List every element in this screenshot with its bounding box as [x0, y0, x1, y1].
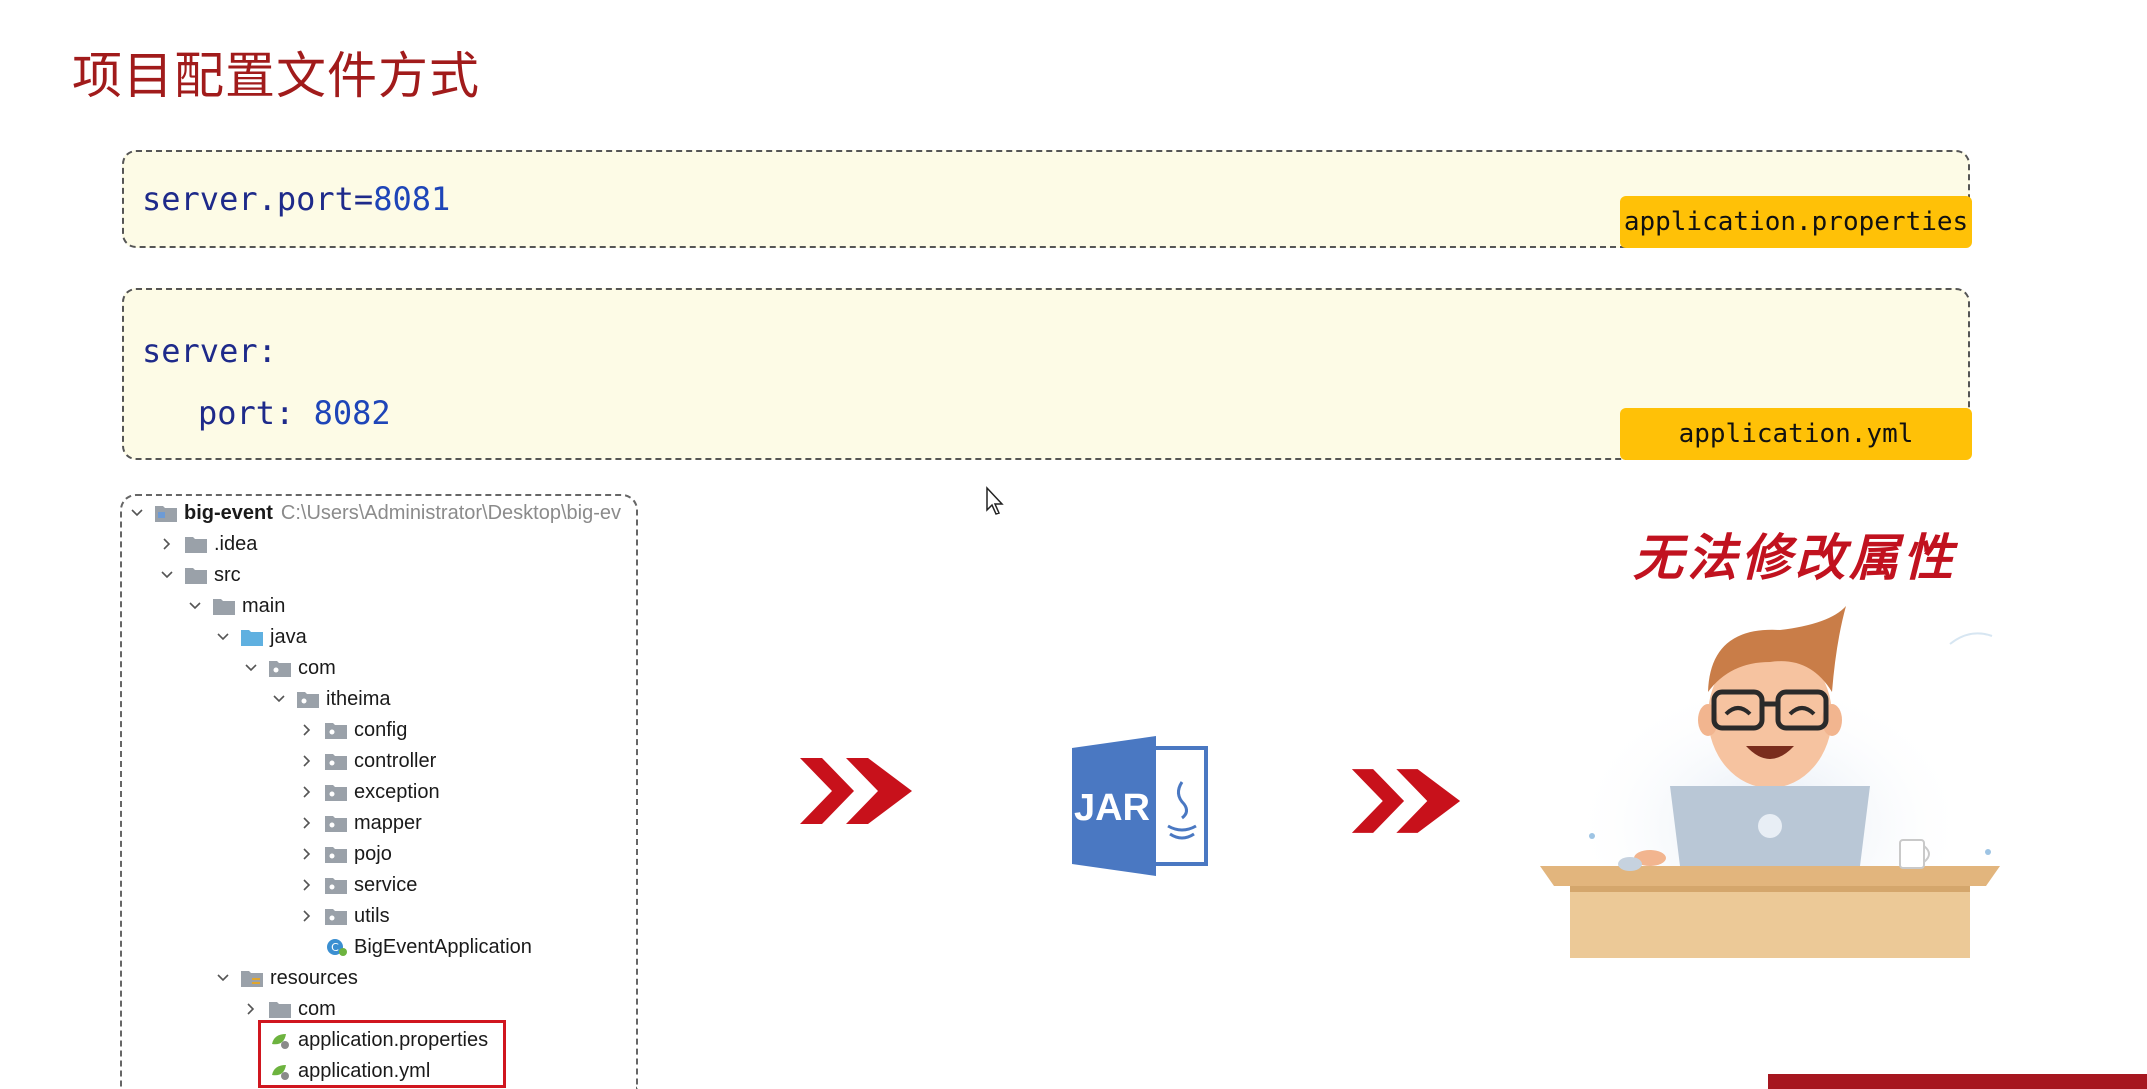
properties-code-box: server.port=8081 application.properties: [122, 150, 1972, 248]
properties-file-tag: application.properties: [1620, 196, 1972, 248]
chevron-right-icon[interactable]: [242, 1000, 260, 1018]
spring-boot-class-icon: C: [324, 937, 348, 957]
project-path: C:\Users\Administrator\Desktop\big-ev: [280, 501, 622, 524]
properties-key: server.port=: [142, 180, 374, 218]
tree-label: utils: [354, 904, 390, 927]
tree-label: application.properties: [298, 1028, 489, 1051]
tree-label: src: [214, 563, 241, 586]
tree-node-bigeventapplication[interactable]: C BigEventApplication: [324, 932, 532, 962]
slide-title: 项目配置文件方式: [72, 47, 480, 105]
yml-port-key: port:: [198, 394, 314, 432]
package-icon: [324, 844, 348, 864]
yml-port-value: 8082: [313, 394, 391, 432]
chevron-down-icon[interactable]: [186, 597, 204, 615]
tree-node-application-yml[interactable]: application.yml: [268, 1056, 430, 1086]
folder-icon: [212, 596, 236, 616]
chevron-right-icon[interactable]: [158, 535, 176, 553]
tree-node-resources-com[interactable]: com: [242, 994, 336, 1024]
tree-label: BigEventApplication: [354, 935, 532, 958]
tree-label: itheima: [326, 687, 391, 710]
properties-value: 8081: [373, 180, 451, 218]
tree-node-com[interactable]: com: [242, 653, 336, 683]
properties-code-line: server.port=8081: [142, 180, 450, 218]
tree-label: mapper: [354, 811, 422, 834]
tree-label: big-event: [184, 501, 273, 524]
footer-ribbon: [1768, 1074, 2147, 1089]
yml-port-line: port: 8082: [198, 394, 391, 432]
chevron-down-icon[interactable]: [242, 659, 260, 677]
chevron-down-icon[interactable]: [128, 504, 146, 522]
tree-label: pojo: [354, 842, 392, 865]
svg-text:C: C: [331, 941, 339, 954]
package-icon: [268, 658, 292, 678]
package-icon: [324, 875, 348, 895]
tree-label: application.yml: [298, 1059, 431, 1082]
tree-node-controller[interactable]: controller: [298, 746, 436, 776]
chevron-down-icon[interactable]: [158, 566, 176, 584]
package-icon: [324, 720, 348, 740]
spring-config-file-icon: [268, 1061, 292, 1081]
package-icon: [324, 813, 348, 833]
tree-node-big-event[interactable]: big-event C:\Users\Administrator\Desktop…: [128, 498, 621, 528]
tree-label: main: [242, 594, 286, 617]
tree-node-main[interactable]: main: [186, 591, 285, 621]
package-icon: [324, 782, 348, 802]
yml-file-tag: application.yml: [1620, 408, 1972, 460]
chevron-right-icon[interactable]: [298, 845, 316, 863]
chevron-right-icon[interactable]: [298, 876, 316, 894]
resources-folder-icon: [240, 968, 264, 988]
tree-node-itheima[interactable]: itheima: [270, 684, 390, 714]
tree-node-src[interactable]: src: [158, 560, 241, 590]
chevron-right-icon[interactable]: [298, 783, 316, 801]
folder-icon: [154, 503, 178, 523]
tree-label: .idea: [214, 532, 258, 555]
config-files-highlight: [258, 1020, 506, 1088]
tree-node-resources[interactable]: resources: [214, 963, 358, 993]
tree-node-pojo[interactable]: pojo: [298, 839, 392, 869]
tree-node-utils[interactable]: utils: [298, 901, 390, 931]
tree-node-config[interactable]: config: [298, 715, 407, 745]
tree-node-mapper[interactable]: mapper: [298, 808, 422, 838]
tree-node-idea[interactable]: .idea: [158, 529, 257, 559]
chevron-right-icon[interactable]: [298, 721, 316, 739]
tree-node-exception[interactable]: exception: [298, 777, 440, 807]
package-icon: [324, 751, 348, 771]
tree-label: com: [298, 997, 336, 1020]
jar-label: JAR: [1074, 787, 1150, 829]
tree-label: java: [270, 625, 307, 648]
cannot-modify-caption: 无法修改属性: [1633, 528, 1957, 587]
folder-icon: [184, 565, 208, 585]
tree-label: com: [298, 656, 336, 679]
tree-label: resources: [270, 966, 358, 989]
package-icon: [324, 906, 348, 926]
chevron-right-icon[interactable]: [298, 752, 316, 770]
chevron-down-icon[interactable]: [270, 690, 288, 708]
yml-code-box: server: port: 8082 application.yml: [122, 288, 1972, 460]
chevron-down-icon[interactable]: [214, 969, 232, 987]
double-chevron-arrow-icon: [1351, 769, 1461, 833]
tree-node-java[interactable]: java: [214, 622, 307, 652]
mouse-cursor-icon: [986, 486, 1004, 515]
double-chevron-arrow-icon: [800, 758, 912, 824]
tree-label: exception: [354, 780, 440, 803]
spring-config-file-icon: [268, 1030, 292, 1050]
tree-node-application-properties[interactable]: application.properties: [268, 1025, 488, 1055]
source-folder-icon: [240, 627, 264, 647]
chevron-right-icon[interactable]: [298, 907, 316, 925]
tree-label: controller: [354, 749, 437, 772]
package-icon: [296, 689, 320, 709]
folder-icon: [184, 534, 208, 554]
jar-file-icon: JAR: [1072, 736, 1208, 876]
tree-label: service: [354, 873, 418, 896]
developer-illustration: [1540, 606, 2000, 958]
project-tree-panel: big-event C:\Users\Administrator\Desktop…: [120, 494, 638, 1089]
chevron-right-icon[interactable]: [298, 814, 316, 832]
tree-label: config: [354, 718, 408, 741]
yml-server-line: server:: [142, 332, 277, 370]
tree-node-service[interactable]: service: [298, 870, 417, 900]
folder-icon: [268, 999, 292, 1019]
chevron-down-icon[interactable]: [214, 628, 232, 646]
